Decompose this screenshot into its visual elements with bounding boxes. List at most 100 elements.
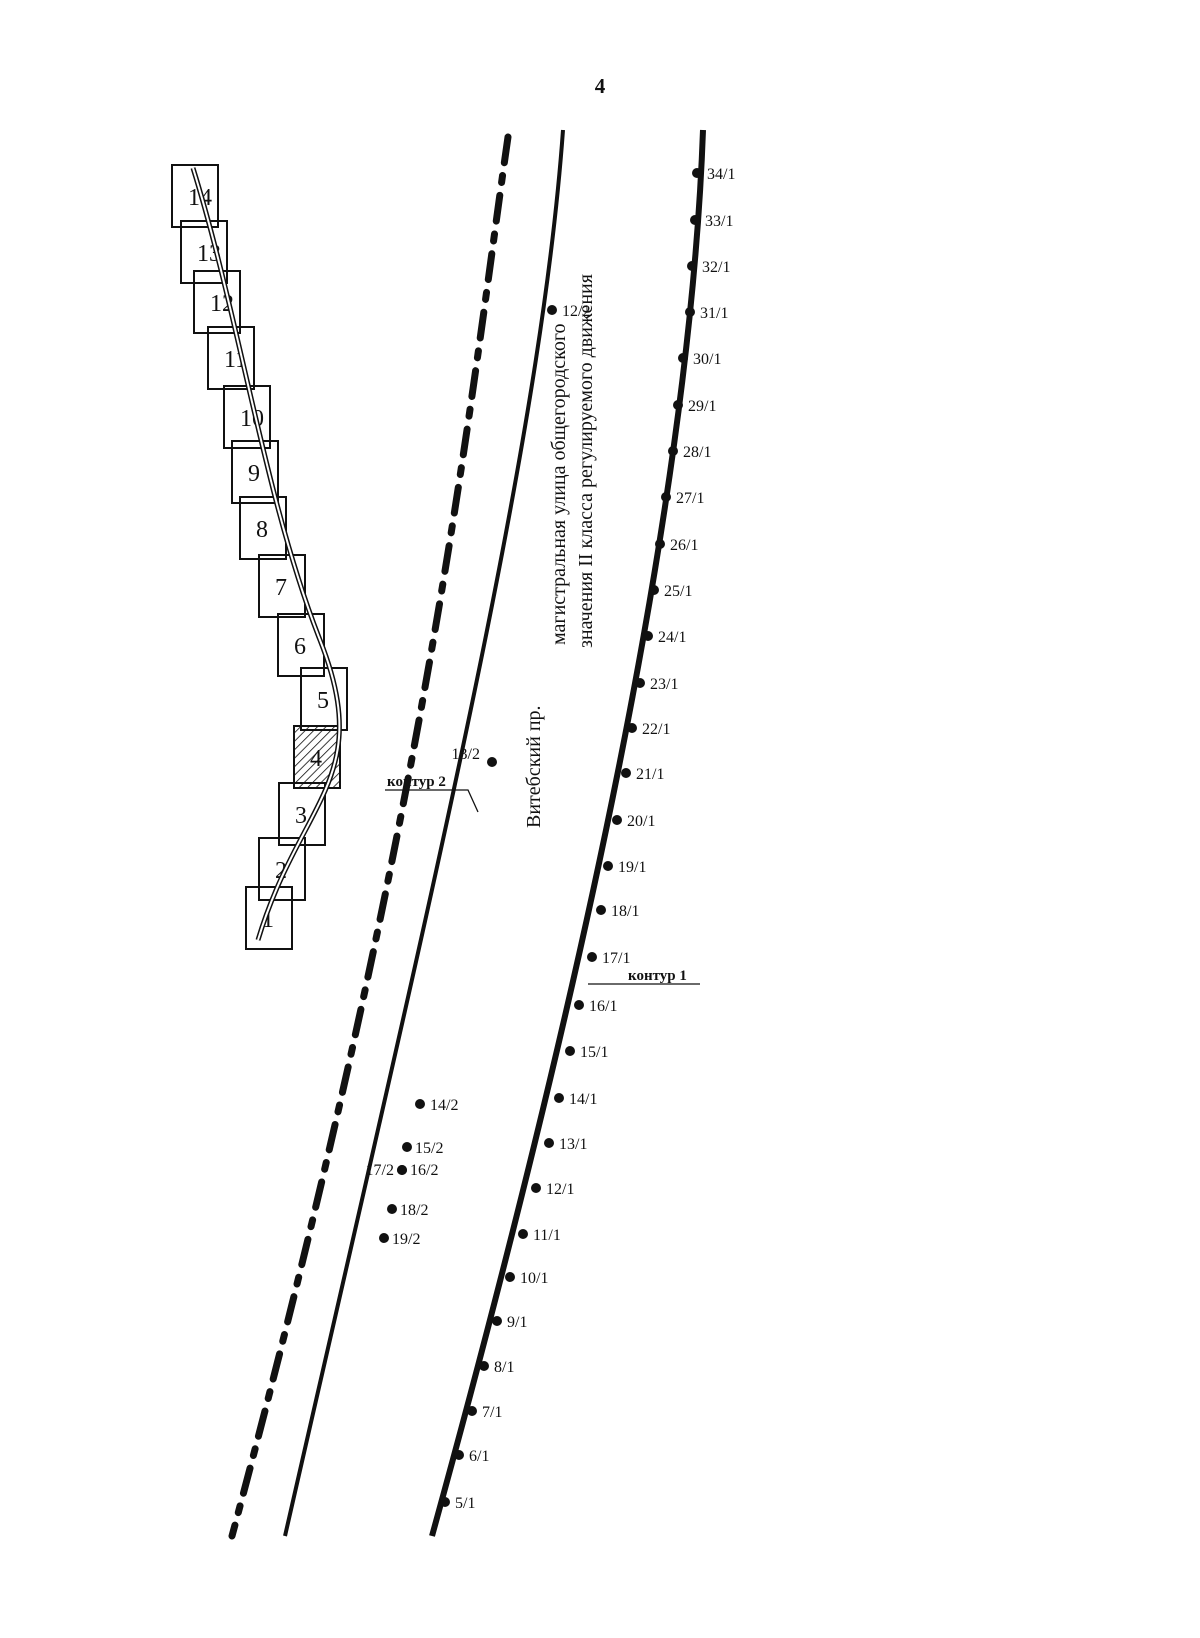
contour-2-point: 17/2	[366, 1162, 407, 1179]
point-marker	[627, 723, 637, 733]
point-label: 13/1	[559, 1136, 587, 1153]
street-name-label: Витебский пр.	[523, 705, 545, 828]
point-label: 10/1	[520, 1270, 548, 1287]
sheet-6: 6	[277, 613, 325, 677]
contour-1-point: 33/1	[690, 213, 733, 230]
contour-1-point: 30/1	[678, 351, 721, 368]
contour-1-point: 12/1	[531, 1181, 574, 1198]
point-marker	[397, 1165, 407, 1175]
sheet-number: 6	[294, 634, 306, 660]
sheet-3: 3	[278, 782, 326, 846]
contour-2-point: 18/2	[387, 1202, 428, 1219]
point-marker	[492, 1316, 502, 1326]
point-label: 24/1	[658, 629, 686, 646]
contour-1-point: 29/1	[673, 398, 716, 415]
contour-1-point: 6/1	[454, 1448, 489, 1465]
contour-1-point: 5/1	[440, 1495, 475, 1512]
point-label: 21/1	[636, 766, 664, 783]
contour-1-point: 11/1	[518, 1227, 561, 1244]
point-marker	[643, 631, 653, 641]
point-label: 8/1	[494, 1359, 514, 1376]
point-marker	[565, 1046, 575, 1056]
contour-1-point: 27/1	[661, 490, 704, 507]
sheet-number: 7	[275, 575, 287, 601]
point-marker	[587, 952, 597, 962]
street-description-line-2: значения II класса регулируемого движени…	[575, 274, 597, 648]
contour-1-point: 28/1	[668, 444, 711, 461]
point-marker	[547, 305, 557, 315]
sheet-7: 7	[258, 554, 306, 618]
point-label: 19/1	[618, 859, 646, 876]
contour-1-point: 32/1	[687, 259, 730, 276]
point-label: 31/1	[700, 305, 728, 322]
point-marker	[692, 168, 702, 178]
sheet-frame	[245, 886, 293, 950]
contour-1-point: 22/1	[627, 721, 670, 738]
contour-1-point: 34/1	[692, 166, 735, 183]
point-label: 30/1	[693, 351, 721, 368]
contour-2-label: контур 2	[387, 774, 446, 790]
point-marker	[685, 307, 695, 317]
point-marker	[678, 353, 688, 363]
point-label: 27/1	[676, 490, 704, 507]
point-marker	[612, 815, 622, 825]
point-marker	[387, 1204, 397, 1214]
sheet-frame	[258, 554, 306, 618]
point-label: 23/1	[650, 676, 678, 693]
point-marker	[454, 1450, 464, 1460]
point-marker	[415, 1099, 425, 1109]
sheet-frame	[231, 440, 279, 504]
contour-2-point: 15/2	[402, 1140, 443, 1157]
point-label: 29/1	[688, 398, 716, 415]
point-label: 25/1	[664, 583, 692, 600]
point-marker	[467, 1406, 477, 1416]
sheet-frame	[258, 837, 306, 901]
contour-1-point: 21/1	[621, 766, 664, 783]
contour-2-leader	[385, 789, 479, 813]
point-label: 12/1	[546, 1181, 574, 1198]
point-label: 15/2	[415, 1140, 443, 1157]
sheet-9: 9	[231, 440, 279, 504]
contour-1-point: 26/1	[655, 537, 698, 554]
point-label: 14/2	[430, 1097, 458, 1114]
point-marker	[544, 1138, 554, 1148]
point-label: 13/2	[452, 746, 480, 763]
sheet-number: 3	[295, 803, 307, 829]
sheet-number: 5	[317, 688, 329, 714]
point-label: 14/1	[569, 1091, 597, 1108]
contour-1-point: 24/1	[643, 629, 686, 646]
point-label: 17/2	[366, 1162, 394, 1179]
contour-1-line	[429, 129, 706, 1537]
point-marker	[668, 446, 678, 456]
point-marker	[635, 678, 645, 688]
point-label: 33/1	[705, 213, 733, 230]
street-description-line-1: магистральная улица общегородского	[548, 323, 570, 645]
point-label: 19/2	[392, 1231, 420, 1248]
contour-1-point: 20/1	[612, 813, 655, 830]
axis-line	[228, 133, 512, 1540]
contour-1-point: 18/1	[596, 903, 639, 920]
point-label: 18/2	[400, 1202, 428, 1219]
point-marker	[531, 1183, 541, 1193]
contour-2-point: 19/2	[379, 1231, 420, 1248]
point-label: 11/1	[533, 1227, 561, 1244]
point-marker	[479, 1361, 489, 1371]
contour-2-line	[283, 129, 565, 1537]
point-label: 9/1	[507, 1314, 527, 1331]
sheet-number: 9	[248, 461, 260, 487]
contour-1-point: 7/1	[467, 1404, 502, 1421]
point-label: 6/1	[469, 1448, 489, 1465]
contour-2-points: 12/213/214/215/216/217/218/219/2	[366, 303, 591, 1248]
point-label: 26/1	[670, 537, 698, 554]
contour-1-point: 13/1	[544, 1136, 587, 1153]
point-marker	[402, 1142, 412, 1152]
sheet-1: 1	[245, 886, 293, 950]
point-label: 17/1	[602, 950, 630, 967]
point-marker	[673, 400, 683, 410]
contour-1-point: 15/1	[565, 1044, 608, 1061]
page-number: 4	[594, 74, 606, 98]
point-marker	[649, 585, 659, 595]
contour-1-point: 16/1	[574, 998, 617, 1015]
